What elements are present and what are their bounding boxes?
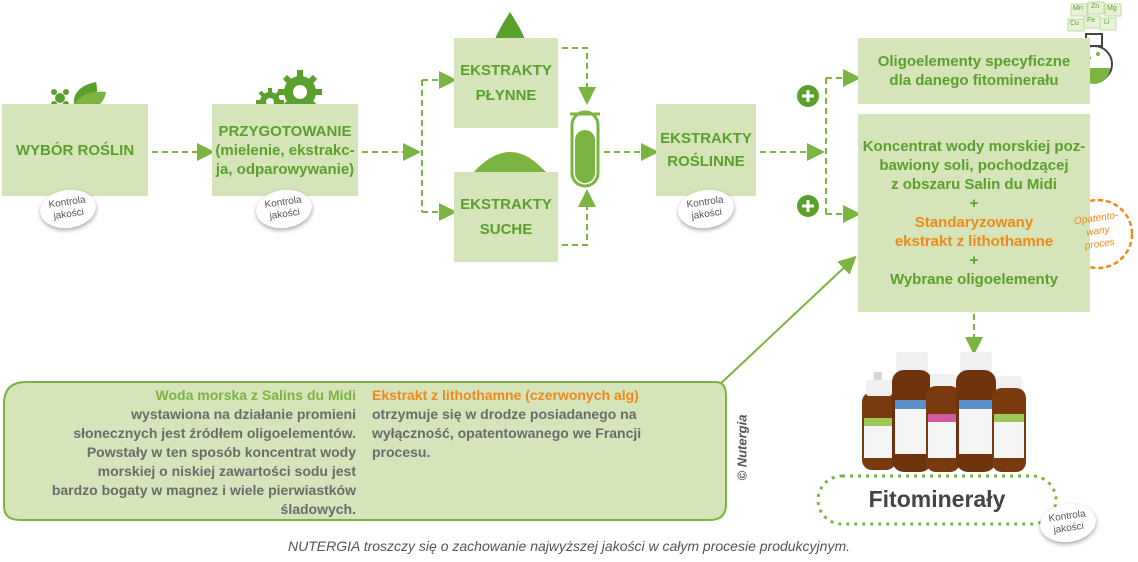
step-dry-line1: EKSTRAKTY: [460, 196, 552, 213]
concentrate-line2: bawiony soli, pochodzącej: [879, 157, 1069, 174]
sea-water-line: Powstały w ten sposób koncentrat wody: [86, 444, 356, 460]
step-plant-line1: EKSTRAKTY: [660, 130, 752, 147]
concentrate-line1: Koncentrat wody morskiej poz-: [862, 138, 1086, 155]
step-preparation: PRZYGOTOWANIE (mielenie, ekstrakc- ja, o…: [212, 104, 358, 196]
element-tiles: [1067, 1, 1122, 32]
sea-water-line: słonecznych jest źródłem oligoelementów.: [73, 425, 356, 441]
info-connector: [717, 255, 857, 387]
step-selection: WYBÓR ROŚLIN: [2, 104, 148, 196]
test-tube-icon: [570, 110, 600, 188]
step-dry-line2: SUCHE: [479, 221, 533, 238]
plus-circle-icon: [797, 195, 819, 217]
concentrate-line4: Standaryzowany: [914, 214, 1034, 231]
lithothamne-line: wyłączność, opatentowanego we Francji: [372, 425, 642, 441]
info-box-frame: [3, 381, 727, 521]
element-cu: Cu: [1070, 20, 1079, 27]
sea-water-title: Woda morska z Salins du Midi: [155, 387, 356, 403]
gears-icon: [256, 70, 322, 116]
lithothamne-line: otrzymuje się w drodze posiadanego na: [372, 406, 637, 422]
concentrate-box: Koncentrat wody morskiej poz- bawiony so…: [858, 114, 1090, 312]
bottles-image: [862, 352, 1026, 472]
element-mn: Mn: [1073, 5, 1083, 12]
copyright: © Nutergia: [734, 414, 750, 481]
sea-water-line: śladowych.: [280, 501, 356, 517]
sea-water-text: Woda morska z Salins du Midi wystawiona …: [10, 386, 356, 519]
powder-icon: [474, 152, 546, 172]
trace-elements-line1: Oligoelementy specyficzne: [877, 53, 1071, 70]
sea-water-line: morskiej o niskiej zawartości sodu jest: [97, 463, 356, 479]
step-preparation-line2: (mielenie, ekstrakc-: [215, 141, 355, 159]
sea-water-line: bardzo bogaty w magnez i wiele pierwiast…: [51, 482, 356, 498]
element-li: Li: [1104, 19, 1110, 26]
step-dry-extracts: EKSTRAKTY SUCHE: [454, 172, 558, 262]
element-mg: Mg: [1107, 5, 1117, 12]
step-liquid-extracts: EKSTRAKTY PŁYNNE: [454, 38, 558, 128]
concentrate-line5: ekstrakt z lithothamne: [894, 233, 1054, 250]
lithothamne-text: Ekstrakt z lithothamne (czerwonych alg) …: [372, 386, 702, 462]
trace-elements-line2: dla danego fitominerału: [889, 72, 1059, 89]
lithothamne-title: Ekstrakt z lithothamne (czerwonych alg): [372, 387, 639, 403]
concentrate-plus2: +: [969, 252, 979, 269]
lithothamne-line: procesu.: [372, 444, 431, 460]
step-plant-line2: ROŚLINNE: [667, 153, 745, 170]
product-label: Fitominerały: [868, 486, 1006, 512]
concentrate-line6: Wybrane oligoelementy: [889, 271, 1059, 288]
plus-circle-icon: [797, 85, 819, 107]
step-plant-extracts: EKSTRAKTY ROŚLINNE: [656, 104, 756, 196]
step-liquid-line1: EKSTRAKTY: [460, 62, 552, 79]
element-zn: Zn: [1091, 3, 1100, 10]
step-preparation-line1: PRZYGOTOWANIE: [218, 122, 352, 140]
concentrate-plus1: +: [969, 195, 979, 212]
caption: NUTERGIA troszczy się o zachowanie najwy…: [288, 538, 850, 554]
trace-elements-box: Oligoelementy specyficzne dla danego fit…: [858, 38, 1090, 104]
step-selection-label: WYBÓR ROŚLIN: [15, 141, 135, 159]
step-liquid-line2: PŁYNNE: [475, 87, 537, 104]
product-oval: [816, 474, 1058, 526]
step-preparation-line3: ja, odparowywanie): [215, 160, 355, 178]
element-fe: Fe: [1087, 17, 1096, 24]
sea-water-line: wystawiona na działanie promieni: [131, 406, 356, 422]
concentrate-line3: z obszaru Salin du Midi: [891, 176, 1057, 193]
